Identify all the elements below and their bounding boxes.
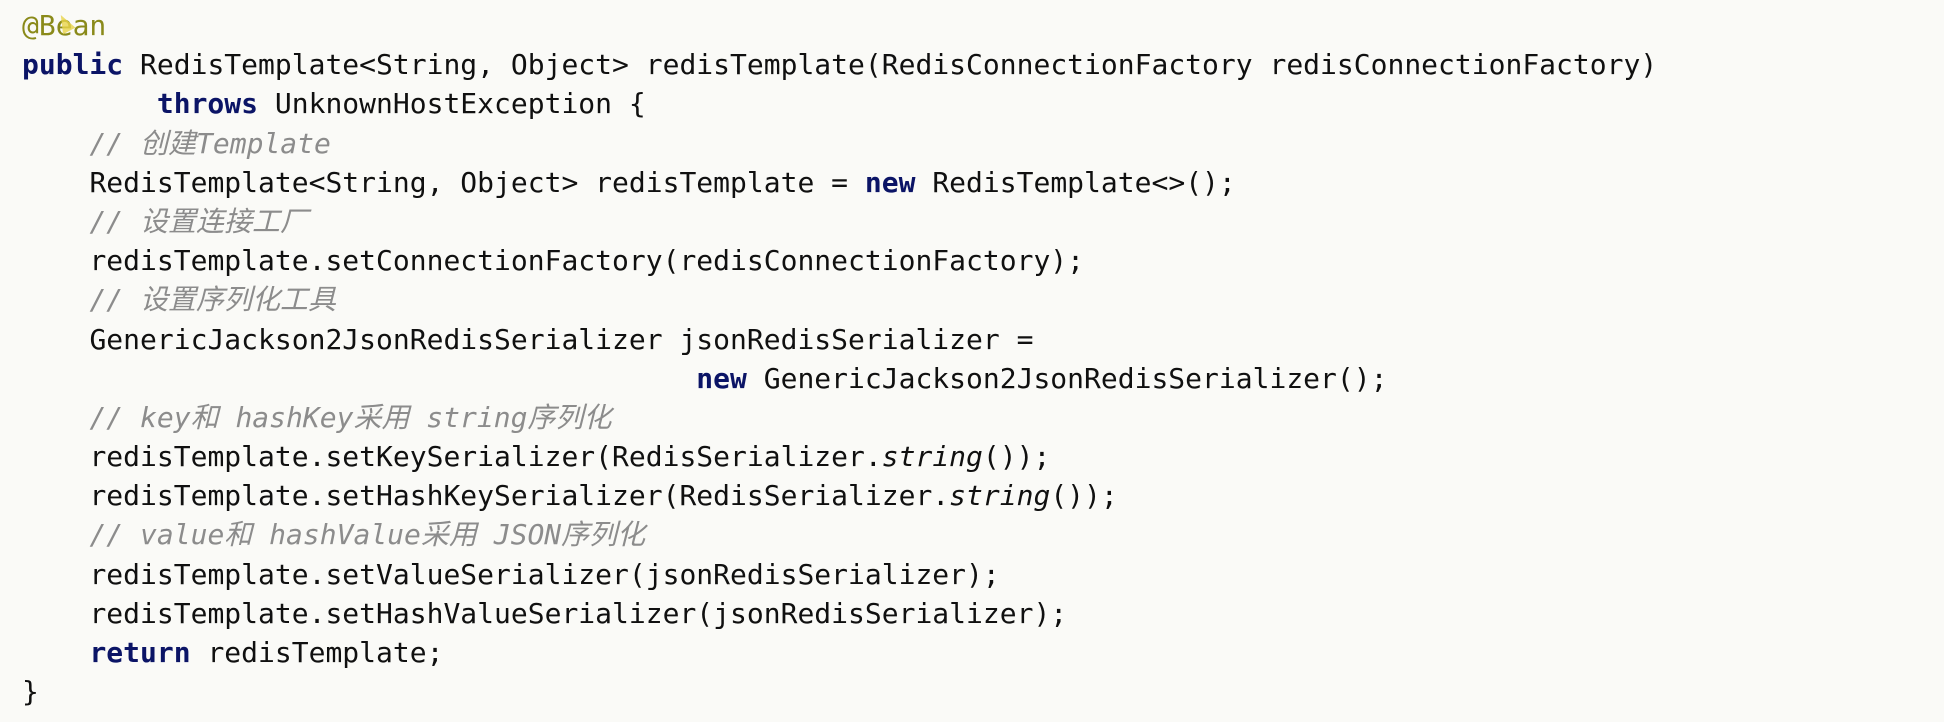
string-method-hash: string: [949, 479, 1051, 513]
set-hash-value-serializer: redisTemplate.setHashValueSerializer(jso…: [89, 596, 1068, 630]
code-line-16: redisTemplate.setHashValueSerializer(jso…: [22, 594, 1657, 633]
code-line-3: throws UnknownHostException {: [22, 84, 1657, 123]
template-declaration: RedisTemplate<String, Object> redisTempl…: [89, 165, 865, 199]
comment-connection-factory: // 设置连接工厂: [89, 204, 309, 238]
code-line-4: // 创建Template: [22, 124, 1657, 163]
code-line-15: redisTemplate.setValueSerializer(jsonRed…: [22, 555, 1657, 594]
annotation-bean: @Bean: [22, 9, 107, 42]
return-value: redisTemplate;: [190, 636, 444, 669]
code-line-18: }: [22, 672, 1657, 711]
code-line-14: // value和 hashValue采用 JSON序列化: [22, 515, 1657, 554]
code-line-9: GenericJackson2JsonRedisSerializer jsonR…: [22, 320, 1657, 359]
comment-key-serializer: // key和 hashKey采用 string序列化: [89, 400, 612, 434]
set-key-serializer: redisTemplate.setKeySerializer(RedisSeri…: [89, 440, 882, 474]
set-connection-factory: redisTemplate.setConnectionFactory(redis…: [89, 244, 1085, 278]
method-signature: RedisTemplate<String, Object> redisTempl…: [123, 48, 1658, 82]
comment-create-template: // 创建Template: [89, 126, 331, 160]
code-line-13: redisTemplate.setHashKeySerializer(Redis…: [22, 476, 1657, 515]
set-hash-key-serializer: redisTemplate.setHashKeySerializer(Redis…: [89, 479, 950, 513]
closing-brace: }: [22, 675, 39, 709]
set-key-serializer-end: ());: [982, 440, 1051, 474]
string-method: string: [881, 440, 983, 474]
code-line-1: @Bean: [22, 6, 1657, 45]
keyword-public: public: [22, 48, 124, 82]
code-line-2: public RedisTemplate<String, Object> red…: [22, 45, 1657, 84]
set-value-serializer: redisTemplate.setValueSerializer(jsonRed…: [89, 557, 1000, 591]
code-line-5: RedisTemplate<String, Object> redisTempl…: [22, 163, 1657, 202]
code-line-11: // key和 hashKey采用 string序列化: [22, 398, 1657, 437]
serializer-declaration: GenericJackson2JsonRedisSerializer jsonR…: [89, 322, 1034, 356]
set-hash-key-serializer-end: ());: [1050, 479, 1118, 513]
keyword-throws: throws: [156, 87, 259, 121]
comment-serializer-tool: // 设置序列化工具: [89, 283, 337, 317]
code-line-12: redisTemplate.setKeySerializer(RedisSeri…: [22, 437, 1657, 476]
code-line-6: // 设置连接工厂: [22, 202, 1657, 241]
code-line-17: return redisTemplate;: [22, 633, 1657, 672]
keyword-new: new: [864, 165, 916, 199]
keyword-new-serializer: new: [696, 361, 747, 395]
keyword-return: return: [89, 636, 191, 669]
serializer-constructor: GenericJackson2JsonRedisSerializer();: [746, 361, 1388, 395]
code-line-10: new GenericJackson2JsonRedisSerializer()…: [22, 359, 1657, 398]
template-constructor: RedisTemplate<>();: [915, 165, 1236, 199]
code-line-7: redisTemplate.setConnectionFactory(redis…: [22, 241, 1657, 280]
throws-clause: UnknownHostException {: [258, 87, 646, 121]
comment-value-serializer: // value和 hashValue采用 JSON序列化: [89, 518, 646, 552]
code-line-8: // 设置序列化工具: [22, 280, 1657, 319]
